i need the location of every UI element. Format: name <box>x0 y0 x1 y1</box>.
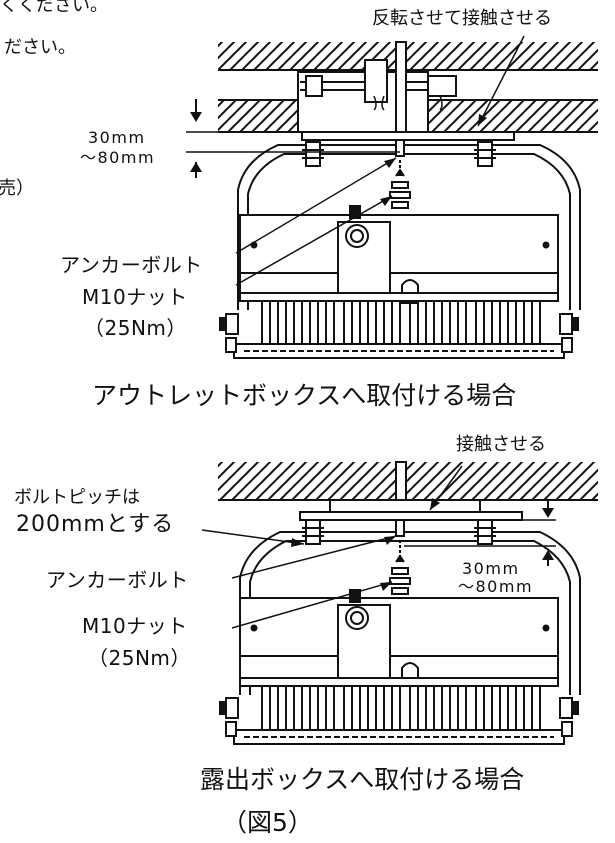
label-nut-bottom: M10ナット <box>82 614 188 638</box>
label-gap-bottom-1: 30mm <box>462 559 520 578</box>
caption-exposed-box: 露出ボックスへ取付ける場合 <box>200 765 525 794</box>
figure-number: （図5） <box>222 808 313 837</box>
label-gap-bottom-2: ～80mm <box>458 577 534 596</box>
clipped-text-line-3: 売） <box>0 178 34 199</box>
caption-outlet-box: アウトレットボックスへ取付ける場合 <box>92 381 517 410</box>
label-anchor-bolt-bottom: アンカーボルト <box>46 568 189 592</box>
label-bolt-pitch-2: 200mmとする <box>16 512 175 537</box>
label-gap-top-1: 30mm <box>88 128 146 147</box>
label-gap-top-2: ～80mm <box>80 148 156 167</box>
label-anchor-bolt-top: アンカーボルト <box>60 253 203 277</box>
label-torque-bottom: （25Nm） <box>88 646 191 670</box>
top-fixture <box>186 35 598 359</box>
bottom-fixture <box>201 461 598 745</box>
clipped-text-line-1: くください。 <box>0 0 108 16</box>
label-bolt-pitch-1: ボルトピッチは <box>14 487 140 508</box>
label-contact: 接触させる <box>456 434 546 455</box>
label-nut-top: M10ナット <box>82 285 188 309</box>
clipped-text-line-2: ださい。 <box>4 37 76 58</box>
label-torque-top: （25Nm） <box>84 316 187 340</box>
label-flip-and-contact: 反転させて接触させる <box>372 8 552 29</box>
